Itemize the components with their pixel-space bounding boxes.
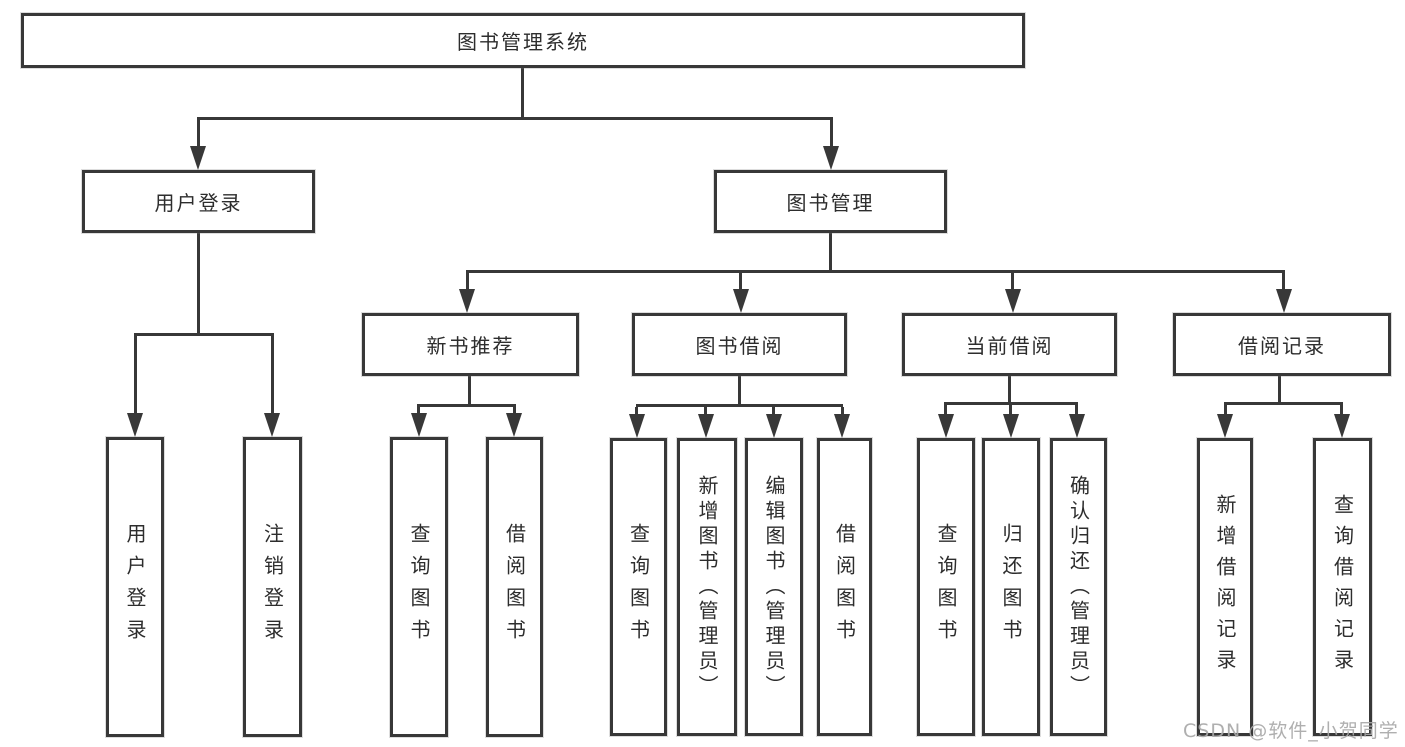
connector-arrowhead [264, 413, 280, 437]
leaf-query-books-current-label: 查询图书 [934, 523, 958, 651]
connector-line [636, 404, 843, 407]
connector-line [521, 68, 524, 120]
leaf-query-books-recommend: 查询图书 [390, 437, 448, 737]
leaf-return-book: 归还图书 [982, 438, 1040, 736]
connector-line [417, 404, 516, 407]
connector-arrowhead [766, 414, 782, 438]
connector-line [1008, 376, 1011, 405]
connector-arrowhead [698, 414, 714, 438]
leaf-confirm-return-admin: 确认归还（管理员） [1050, 438, 1107, 736]
connector-line [197, 120, 200, 152]
connector-line [197, 117, 833, 120]
connector-line [1075, 405, 1078, 418]
connector-arrowhead [834, 414, 850, 438]
connector-line [134, 336, 137, 417]
node-book-management-label: 图书管理 [786, 191, 875, 215]
leaf-logout: 注销登录 [243, 437, 302, 737]
connector-line [772, 407, 775, 418]
connector-arrowhead [733, 289, 749, 313]
node-user-login: 用户登录 [82, 170, 315, 233]
leaf-add-book-admin: 新增图书（管理员） [677, 438, 737, 736]
connector-line [830, 120, 833, 152]
connector-arrowhead [1003, 414, 1019, 438]
leaf-add-book-admin-label: 新增图书（管理员） [695, 474, 719, 700]
node-book-borrow: 图书借阅 [632, 313, 847, 376]
node-book-management: 图书管理 [714, 170, 947, 233]
node-root: 图书管理系统 [21, 13, 1025, 68]
leaf-query-books-borrow-label: 查询图书 [626, 523, 651, 651]
connector-arrowhead [506, 413, 522, 437]
connector-arrowhead [823, 146, 839, 170]
leaf-confirm-return-admin-label: 确认归还（管理员） [1066, 474, 1091, 700]
connector-line [417, 407, 420, 417]
connector-arrowhead [190, 146, 206, 170]
watermark: CSDN @软件_小贺同学 [1183, 720, 1399, 742]
connector-line [738, 376, 741, 406]
connector-line [134, 333, 274, 336]
node-new-book-recommend-label: 新书推荐 [426, 334, 515, 358]
connector-line [197, 233, 200, 335]
leaf-add-borrow-record: 新增借阅记录 [1197, 438, 1253, 736]
connector-line [944, 405, 947, 418]
leaf-return-book-label: 归还图书 [999, 523, 1023, 651]
connector-arrowhead [1276, 289, 1292, 313]
node-borrow-records-label: 借阅记录 [1238, 334, 1326, 358]
connector-line [1278, 376, 1281, 405]
connector-arrowhead [1217, 414, 1233, 438]
leaf-user-login: 用户登录 [106, 437, 164, 737]
node-current-borrow: 当前借阅 [902, 313, 1117, 376]
connector-arrowhead [459, 289, 475, 313]
connector-arrowhead [1334, 414, 1350, 438]
node-root-label: 图书管理系统 [457, 30, 589, 54]
connector-line [466, 273, 469, 293]
leaf-edit-book-admin: 编辑图书（管理员） [745, 438, 803, 736]
leaf-borrow-books-recommend-label: 借阅图书 [502, 523, 527, 651]
connector-line [739, 273, 742, 293]
connector-line [271, 336, 274, 417]
leaf-borrow-books-label: 借阅图书 [832, 523, 857, 651]
leaf-query-books-borrow: 查询图书 [610, 438, 667, 736]
node-user-login-label: 用户登录 [154, 191, 243, 215]
leaf-query-books-current: 查询图书 [917, 438, 975, 736]
connector-line [466, 270, 1285, 273]
connector-arrowhead [629, 414, 645, 438]
leaf-borrow-books-recommend: 借阅图书 [486, 437, 543, 737]
node-current-borrow-label: 当前借阅 [965, 334, 1054, 358]
connector-arrowhead [127, 413, 143, 437]
connector-line [635, 407, 638, 418]
leaf-add-borrow-record-label: 新增借阅记录 [1213, 494, 1237, 680]
connector-line [1224, 405, 1227, 418]
connector-line [468, 376, 471, 406]
connector-line [841, 407, 844, 418]
leaf-borrow-books: 借阅图书 [817, 438, 872, 736]
leaf-edit-book-admin-label: 编辑图书（管理员） [762, 474, 786, 700]
connector-line [1224, 402, 1343, 405]
leaf-query-borrow-record-label: 查询借阅记录 [1330, 494, 1355, 680]
connector-arrowhead [1069, 414, 1085, 438]
connector-line [704, 407, 707, 418]
connector-arrowhead [1005, 289, 1021, 313]
node-new-book-recommend: 新书推荐 [362, 313, 579, 376]
leaf-user-login-label: 用户登录 [123, 523, 147, 651]
connector-arrowhead [938, 414, 954, 438]
connector-line [944, 402, 1078, 405]
leaf-query-books-recommend-label: 查询图书 [407, 523, 431, 651]
leaf-query-borrow-record: 查询借阅记录 [1313, 438, 1372, 736]
connector-line [1340, 405, 1343, 418]
connector-line [1282, 273, 1285, 293]
node-borrow-records: 借阅记录 [1173, 313, 1391, 376]
connector-line [513, 407, 516, 417]
connector-line [1009, 405, 1012, 418]
connector-arrowhead [411, 413, 427, 437]
connector-line [829, 233, 832, 272]
node-book-borrow-label: 图书借阅 [695, 334, 784, 358]
leaf-logout-label: 注销登录 [260, 523, 285, 651]
connector-line [1011, 273, 1014, 293]
